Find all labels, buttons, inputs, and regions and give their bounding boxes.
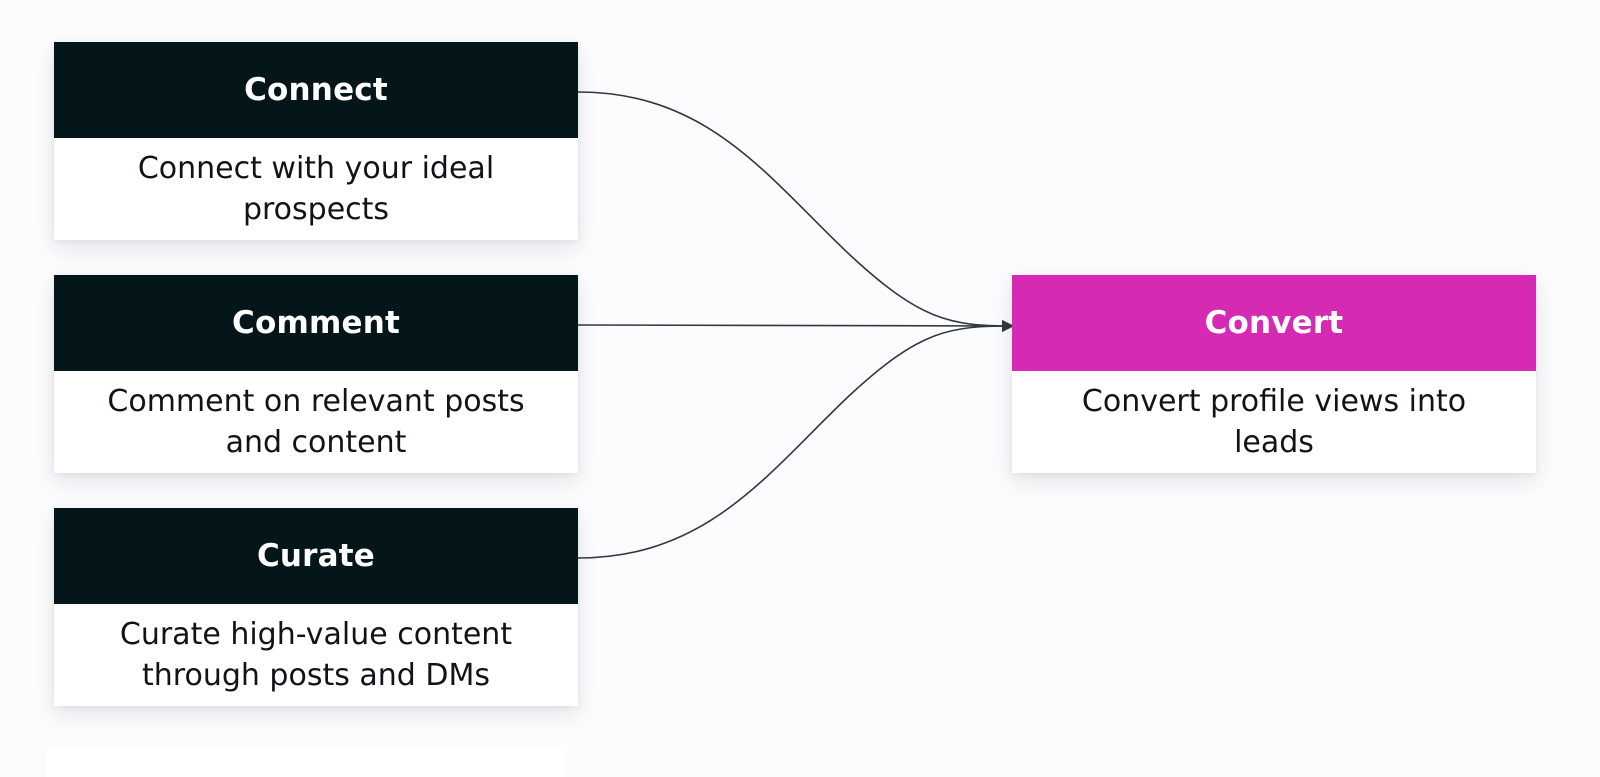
connector-comment-to-convert [577, 319, 1014, 332]
comment-card-description: Comment on relevant posts and content [107, 384, 525, 460]
comment-card: Comment Comment on relevant posts and co… [54, 275, 578, 473]
connector-connect-to-convert [577, 91, 1014, 332]
convert-card: Convert Convert profile views into leads [1012, 275, 1536, 473]
convert-card-description: Convert profile views into leads [1081, 384, 1467, 460]
curate-card-title: Curate [54, 508, 578, 604]
connector-curate-to-convert [577, 320, 1014, 559]
convert-card-title: Convert [1012, 275, 1536, 371]
bottom-panel-edge [46, 746, 566, 777]
connect-card-description: Connect with your ideal prospects [137, 151, 495, 227]
curate-card-description: Curate high-value content through posts … [119, 617, 513, 693]
connect-card: Connect Connect with your ideal prospect… [54, 42, 578, 240]
connect-card-title: Connect [54, 42, 578, 138]
curate-card: Curate Curate high-value content through… [54, 508, 578, 706]
comment-card-title: Comment [54, 275, 578, 371]
